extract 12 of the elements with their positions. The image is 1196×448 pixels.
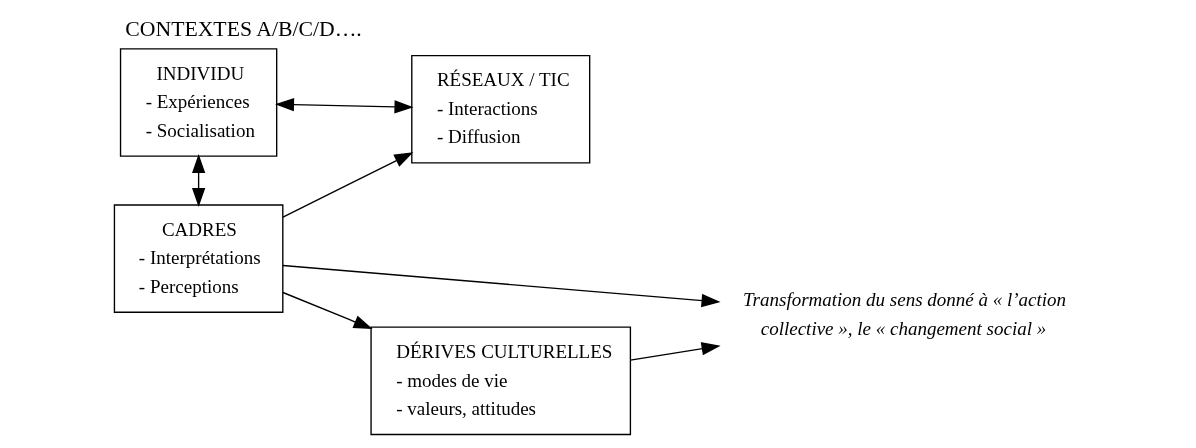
arrow	[281, 291, 373, 330]
node-text: Transformation du sens donné à « l’action collective », le « changement social »	[742, 289, 1066, 339]
node-box: INDIVIDU - Expériences - Socialisation	[119, 48, 277, 157]
node-box: RÉSEAUX / TIC - Interactions - Diffusion	[410, 54, 590, 164]
arrow	[629, 342, 721, 361]
diagram-title: CONTEXTES A/B/C/D….	[124, 17, 362, 42]
arrow	[274, 97, 413, 114]
arrow	[281, 264, 721, 308]
arrow	[281, 152, 413, 218]
node-box: CADRES - Interprétations - Perceptions	[113, 204, 283, 313]
node-box: DÉRIVES CULTURELLES - modes de vie - valeurs, attitudes	[369, 326, 631, 436]
arrow	[191, 154, 205, 207]
